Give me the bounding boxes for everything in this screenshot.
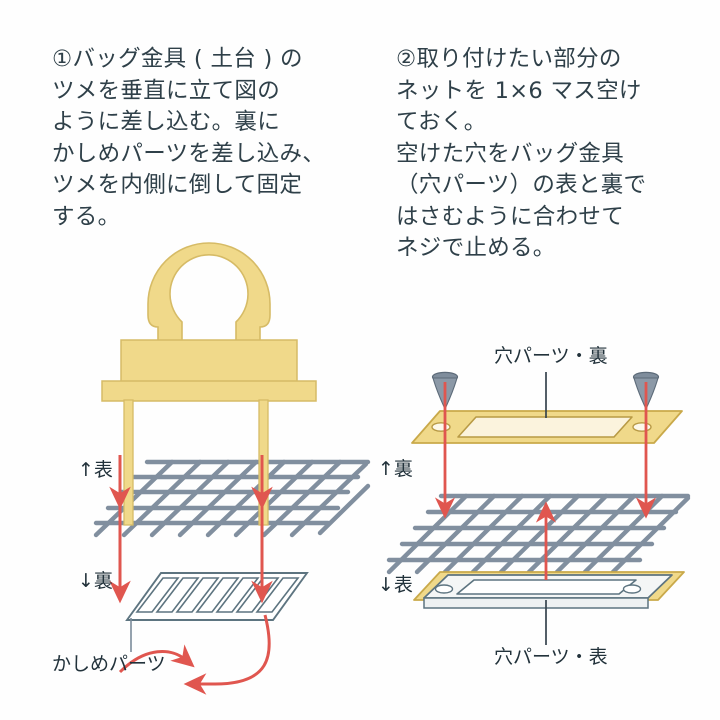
left-diagram-group	[93, 242, 371, 695]
hole-part-bottom-plate	[413, 571, 685, 609]
right-screw-arrows	[434, 382, 657, 580]
crimp-part-plate	[125, 572, 309, 621]
bag-hardware-ring	[147, 242, 271, 343]
hole-part-top-label: 穴パーツ・裏	[494, 345, 608, 367]
left-mesh-net	[93, 459, 371, 538]
right-diagram-group	[386, 371, 691, 645]
hole-part-top-plate	[411, 410, 683, 444]
bag-hardware-base-block	[120, 339, 298, 383]
right-mesh-net	[386, 493, 691, 575]
crimp-part-label: かしめパーツ	[52, 653, 166, 675]
right-label-front-side: ↓表	[378, 574, 413, 596]
left-label-back-side: ↓裏	[78, 570, 113, 592]
right-label-back-side: ↑裏	[378, 458, 413, 480]
instruction-text-step-2: ②取り付けたい部分の ネットを 1×6 マス空け ておく。 空けた穴をバッグ金具…	[396, 46, 647, 261]
bag-hardware-prong-left	[123, 399, 134, 526]
left-label-front-side: ↑表	[78, 459, 113, 481]
left-insertion-arrows	[109, 455, 273, 604]
crimp-return-arrows	[118, 614, 271, 695]
hole-part-bottom-label: 穴パーツ・表	[494, 646, 608, 668]
instruction-text-step-1: ①バッグ金具 ( 土台 ) の ツメを垂直に立て図の ように差し込む。裏に かし…	[52, 46, 326, 230]
bag-hardware-base-plate	[101, 380, 317, 402]
